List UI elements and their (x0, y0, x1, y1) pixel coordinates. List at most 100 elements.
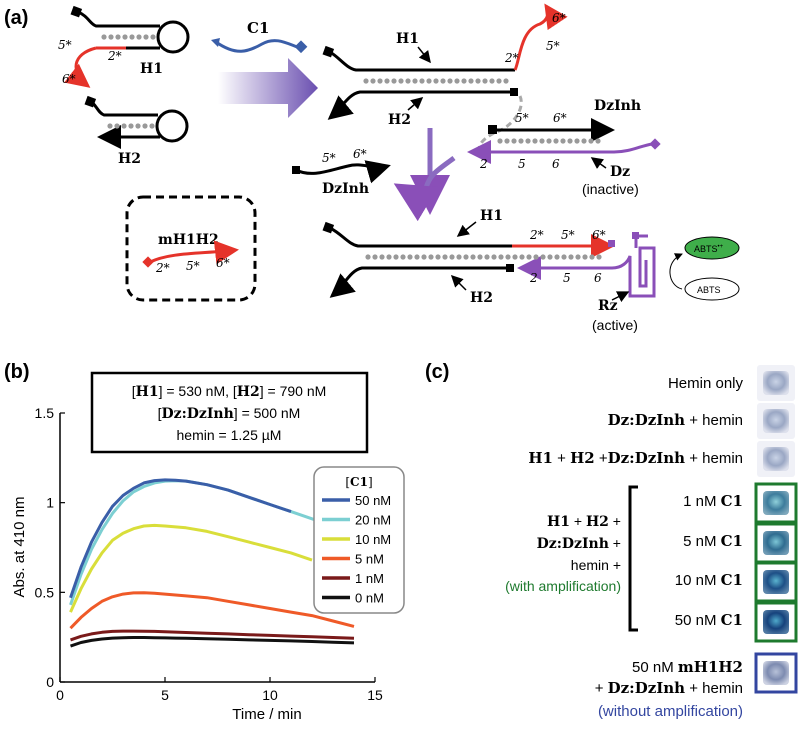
final-seg-5s: 5* (561, 228, 575, 242)
duplex-seg-5s: 5* (546, 39, 560, 53)
h1-seg-2s: 2* (107, 49, 122, 63)
legend-title: [C1] (345, 475, 372, 489)
abts-radical-label: ABTS•+ (694, 244, 724, 254)
panel-b-label: (b) (4, 361, 30, 383)
c1-strand: C1 (211, 19, 308, 54)
duplex-h1-label: H1 (396, 31, 419, 47)
rz-label: Rz (598, 298, 618, 314)
y-tick-label: 1 (46, 495, 54, 511)
x-tick-label: 10 (262, 687, 278, 703)
dz-seg-6s: 6* (553, 111, 567, 125)
conc-row-3: 10 nM C1 (675, 571, 743, 589)
conditions-line-2: [Dz:DzInh] = 500 nM (158, 405, 301, 422)
dz-dzinh-duplex: 5* 6* 2 5 6 DzInh Dz (inactive) (467, 98, 661, 197)
well-c1-10nM (754, 561, 798, 603)
group-bracket (628, 485, 638, 632)
rz-state: (active) (592, 317, 638, 333)
strand-displacement-arrows (393, 128, 456, 222)
final-seg-2s: 2* (529, 228, 544, 242)
series-lines (69, 478, 355, 648)
h2-hairpin: H2 (84, 95, 189, 167)
conditions-line-3: hemin = 1.25 µM (177, 427, 282, 443)
mh1h2-seg-5s: 5* (186, 259, 200, 273)
duplex-h2-label: H2 (388, 112, 411, 128)
wells (754, 365, 798, 694)
y-tick-label: 0 (46, 674, 54, 690)
group-line-2: Dz:DzInh + (537, 535, 621, 552)
final-h2-label: H2 (470, 290, 493, 306)
amplified-group: H1 + H2 + Dz:DzInh + hemin + (with ampli… (505, 485, 743, 632)
mh1h2-seg-2s: 2* (155, 261, 170, 275)
h1-seg-5s: 5* (58, 38, 72, 52)
c1-label: C1 (247, 19, 269, 37)
dz-label: Dz (610, 164, 630, 180)
series-line-10-nm (69, 523, 313, 613)
dz-seg-6: 6 (552, 157, 560, 171)
series-line-1-nm (70, 629, 355, 642)
final-seg-6: 6 (594, 271, 602, 285)
legend-label: 10 nM (355, 532, 391, 547)
legend-label: 1 nM (355, 571, 384, 586)
x-axis-label: Time / min (232, 706, 301, 723)
series-line-5-nm (69, 591, 355, 630)
conditions-line-1: [H1] = 530 nM, [H2] = 790 nM (132, 383, 327, 400)
dz-seg-5s: 5* (515, 111, 529, 125)
y-axis-label: Abs. at 410 nm (11, 497, 28, 598)
reaction-arrow (218, 58, 318, 118)
h2-label: H2 (118, 151, 141, 167)
released-dzinh: 5* 6* DzInh (292, 147, 391, 197)
group-line-1: H1 + H2 + (547, 513, 621, 530)
h1h2-duplex: 2* 5* 6* H1 H2 (322, 3, 568, 160)
panel-b: (b) [H1] = 530 nM, [H2] = 790 nM [Dz:DzI… (4, 361, 405, 723)
dzinh-label-top: DzInh (594, 98, 641, 114)
legend-label: 50 nM (355, 493, 391, 508)
released-seg-6s: 6* (353, 147, 367, 161)
y-tick-label: 0.5 (35, 584, 55, 600)
mh1h2-label: mH1H2 (158, 232, 219, 248)
series-line-20-nm (69, 479, 355, 606)
row-dz-dzinh-hemin: Dz:DzInh + hemin (608, 411, 743, 429)
last-row-line-3: (without amplification) (598, 703, 743, 720)
y-tick-label: 1.5 (35, 405, 55, 421)
conc-row-1: 1 nM C1 (683, 492, 743, 510)
dz-seg-2: 2 (479, 157, 488, 171)
legend-label: 20 nM (355, 513, 391, 528)
panel-c: (c) Hemin only Dz:DzInh + hemin H1 + H2 … (425, 361, 798, 720)
h1-hairpin: 5* 2* 6* H1 (58, 5, 190, 88)
final-seg-2: 2 (529, 271, 538, 285)
panel-c-label: (c) (425, 361, 449, 383)
duplex-seg-6s: 6* (552, 11, 566, 25)
final-complex: 2* 5* 6* 2 5 6 H1 H2 Rz (active) (322, 208, 656, 333)
abts-reaction: ABTS•+ ABTS (669, 236, 740, 301)
group-line-4: (with amplification) (505, 578, 621, 594)
series-line-0-nm (70, 636, 355, 648)
final-seg-6s: 6* (592, 228, 606, 242)
dz-state: (inactive) (582, 181, 639, 197)
duplex-seg-2s: 2* (504, 51, 519, 65)
panel-a: (a) 5* 2* 6* H1 (4, 3, 740, 333)
series-line-50-nm (69, 478, 292, 599)
x-tick-label: 15 (367, 687, 383, 703)
final-seg-5: 5 (563, 271, 571, 285)
x-tick-label: 0 (56, 687, 64, 703)
last-row-line-2: + Dz:DzInh + hemin (595, 679, 743, 697)
last-row-line-1: 50 nM mH1H2 (632, 658, 743, 676)
released-dzinh-label: DzInh (322, 181, 369, 197)
dz-seg-5: 5 (518, 157, 526, 171)
conc-row-4: 50 nM C1 (675, 611, 743, 629)
panel-a-label: (a) (4, 7, 28, 29)
conc-row-2: 5 nM C1 (683, 532, 743, 550)
mh1h2-seg-6s: 6* (216, 256, 230, 270)
released-seg-5s: 5* (322, 151, 336, 165)
h1-label: H1 (140, 61, 163, 77)
group-line-3: hemin + (571, 557, 621, 573)
final-h1-label: H1 (480, 208, 503, 224)
row-h1-h2-dz-hemin: H1 + H2 +Dz:DzInh + hemin (528, 449, 743, 467)
conditions-box: [H1] = 530 nM, [H2] = 790 nM [Dz:DzInh] … (90, 371, 369, 454)
legend-label: 5 nM (355, 552, 384, 567)
abts-label: ABTS (697, 285, 721, 295)
